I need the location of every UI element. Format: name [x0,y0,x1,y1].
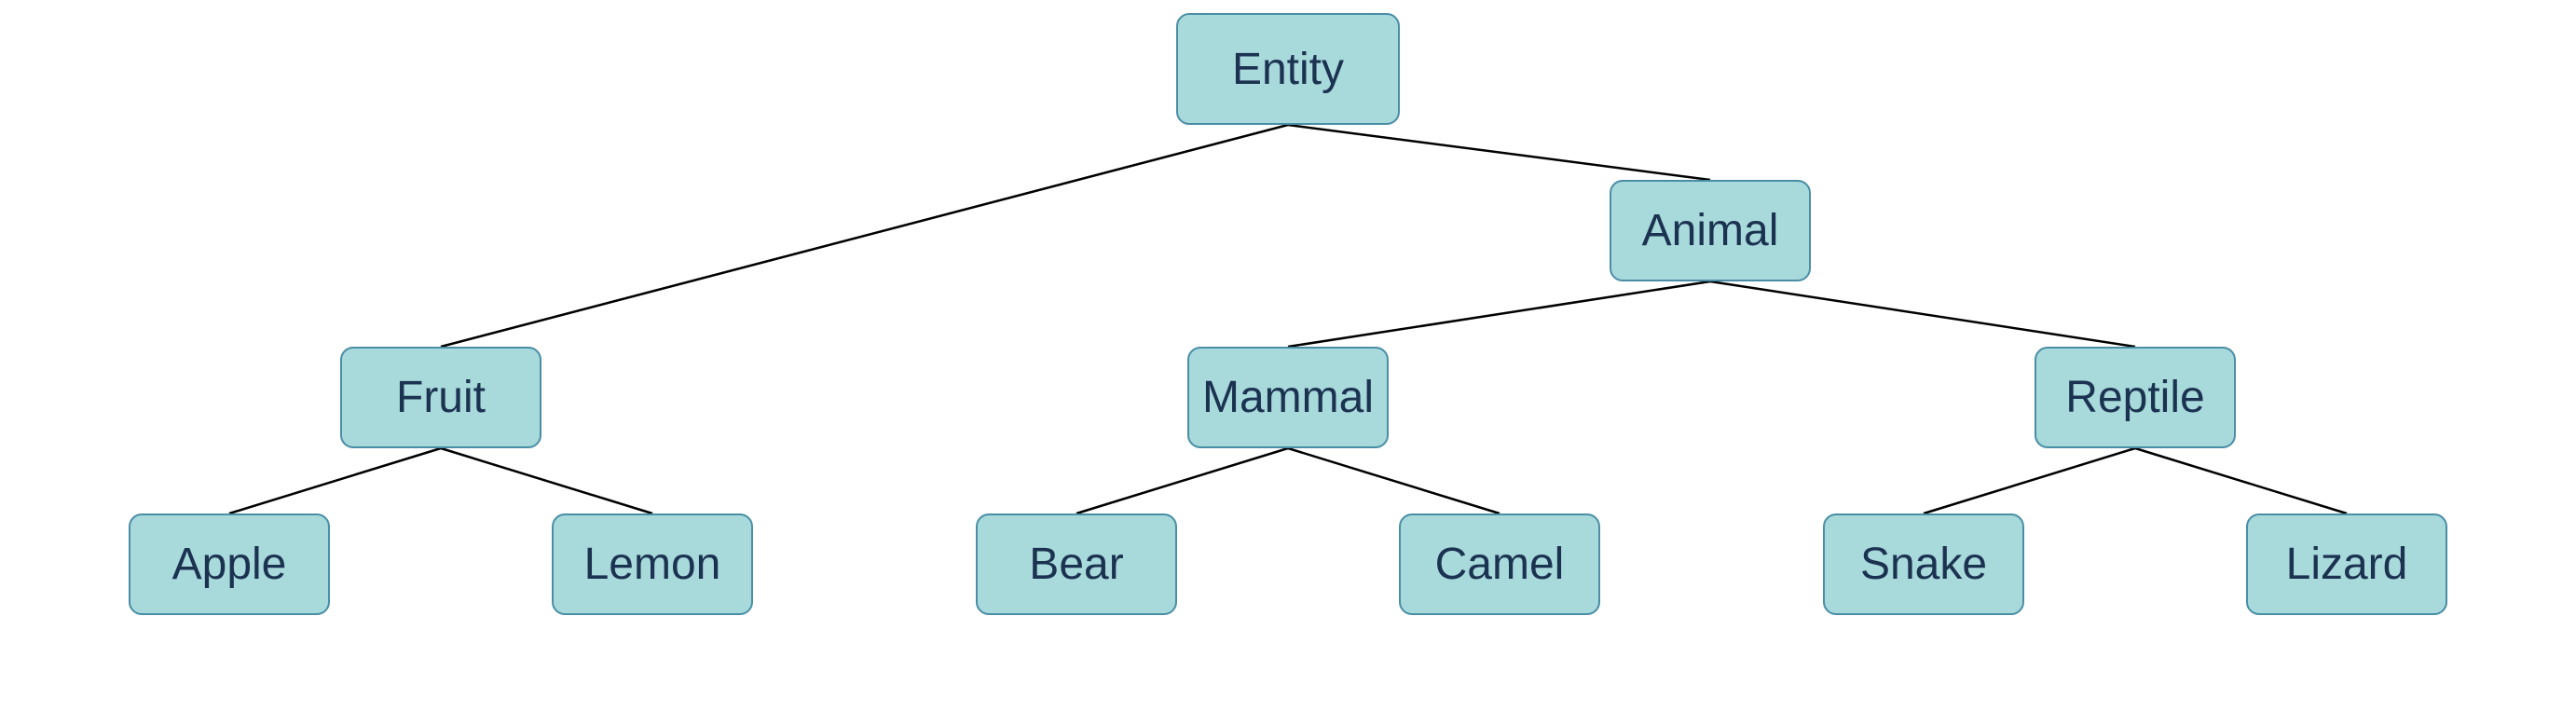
edge-mammal-bear [1076,446,1289,515]
edge-reptile-snake [1923,446,2136,515]
edge-entity-fruit [440,123,1289,349]
edge-mammal-camel [1287,446,1500,515]
node-apple: Apple [129,513,330,615]
edge-animal-mammal [1287,280,1711,349]
node-lemon: Lemon [552,513,753,615]
node-snake: Snake [1823,513,2024,615]
node-reptile: Reptile [2035,347,2236,448]
edge-reptile-lizard [2134,446,2348,515]
node-camel: Camel [1399,513,1600,615]
node-mammal: Mammal [1187,347,1389,448]
node-bear: Bear [976,513,1177,615]
node-animal: Animal [1610,180,1811,281]
node-lizard: Lizard [2246,513,2447,615]
edge-fruit-lemon [440,446,653,515]
edge-animal-reptile [1709,280,2136,349]
edge-entity-animal [1287,123,1711,182]
node-entity: Entity [1176,13,1400,125]
edge-fruit-apple [228,446,442,515]
node-fruit: Fruit [340,347,541,448]
